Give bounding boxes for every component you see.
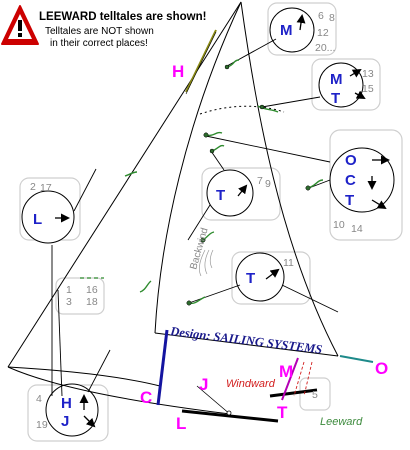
windward-label: Windward [226, 378, 276, 390]
jib-luff [7, 1, 242, 368]
mainsail-leech [240, 1, 339, 357]
telltale-jib-low [139, 280, 152, 293]
callout-t: T [277, 403, 288, 422]
gauge-hj-letter-h: H [61, 395, 72, 412]
callout-m: M [279, 362, 293, 381]
gauge-top-number-12: 12 [317, 27, 329, 39]
design-credit: Design: SAILING SYSTEMS [169, 324, 323, 357]
gauge-oct-letter-t: T [345, 192, 354, 209]
draft-line [199, 105, 285, 115]
warning-title: LEEWARD telltales are shown! [39, 11, 206, 23]
gauge-box-mt5 [299, 377, 331, 411]
gauge-t79-number-7: 7 [257, 175, 263, 187]
jib-stay [185, 29, 217, 93]
mainsail-foot [154, 332, 339, 357]
sail-outline [7, 1, 339, 415]
mast [156, 329, 169, 406]
gauge-top-letter-m: M [280, 22, 293, 39]
gauge-mt-number-15: 15 [362, 83, 374, 95]
gauge-mid-number-16: 16 [86, 284, 98, 296]
gauge-t79-letter-t: T [216, 187, 225, 204]
callout-j: J [199, 375, 208, 394]
gauge-oct-letter-c: C [345, 172, 356, 189]
gauge-l217-number-17: 17 [40, 182, 52, 194]
gauge-circle-l217 [21, 190, 75, 244]
callout-l: L [176, 414, 186, 433]
callout-c: C [140, 388, 152, 407]
gauge-mt-letter-m: M [330, 71, 343, 88]
gauge-circle-t11 [235, 252, 285, 302]
mainsail-luff [154, 1, 242, 334]
gauge-hj-number-4: 4 [36, 393, 42, 405]
warning-line-1: Telltales are NOT shown [45, 26, 154, 37]
gauge-hj-number-19: 19 [36, 419, 48, 431]
backwind-label: Backwind [188, 227, 210, 271]
gauge-circle-t79 [206, 169, 254, 217]
warning-sign [1, 5, 39, 45]
jib-foot [7, 366, 161, 387]
traveller [269, 388, 318, 398]
gauge-mt-letter-t: T [331, 90, 340, 107]
gauge-t11-letter-t: T [246, 270, 255, 287]
outhaul [339, 355, 374, 363]
gauge-top-number-20: 20... [315, 42, 335, 54]
sheet-dash-b [303, 361, 313, 397]
gauge-oct-letter-o: O [345, 152, 357, 169]
telltale-l [124, 171, 138, 177]
telltale-mt [257, 105, 279, 113]
warning-line-2: in their correct places! [50, 38, 148, 49]
callout-h: H [172, 62, 184, 81]
vang-line [196, 385, 232, 416]
exclamation-icon [18, 20, 22, 31]
gauge-mid-number-1: 1 [66, 284, 72, 296]
gauge-mid-number-3: 3 [66, 296, 72, 308]
gauge-l217-letter-l: L [33, 211, 42, 228]
gauge-hj-letter-j: J [61, 413, 69, 430]
leeward-label: Leeward [320, 416, 363, 428]
leader-lines [51, 38, 339, 397]
gauge-t11-number-11: 11 [283, 257, 294, 269]
jib-stay-edge [185, 31, 217, 95]
sheet-dash-a [293, 361, 305, 397]
gauge-mt-number-13: 13 [362, 68, 374, 80]
gauge-oct-number-14: 14 [351, 223, 363, 235]
gauge-top-number-8: 8 [329, 12, 335, 24]
backwind-swirl [199, 249, 214, 277]
gauge-arrows [55, 14, 390, 428]
gauge-circle-oct [329, 147, 395, 213]
gauge-top-number-6: 6 [318, 10, 324, 22]
gauge-t79-number-9: 9 [265, 178, 271, 190]
gauge-mt5-number-5: 5 [312, 389, 318, 401]
gauge-oct-number-10: 10 [333, 219, 345, 231]
gauge-mid-number-18: 18 [86, 296, 98, 308]
callout-o: O [375, 359, 388, 378]
vang-block [226, 410, 232, 416]
jib-sheet-line [7, 366, 231, 415]
boom [181, 409, 279, 423]
gauge-l217-number-2: 2 [30, 181, 36, 193]
mainsheet [281, 357, 299, 401]
